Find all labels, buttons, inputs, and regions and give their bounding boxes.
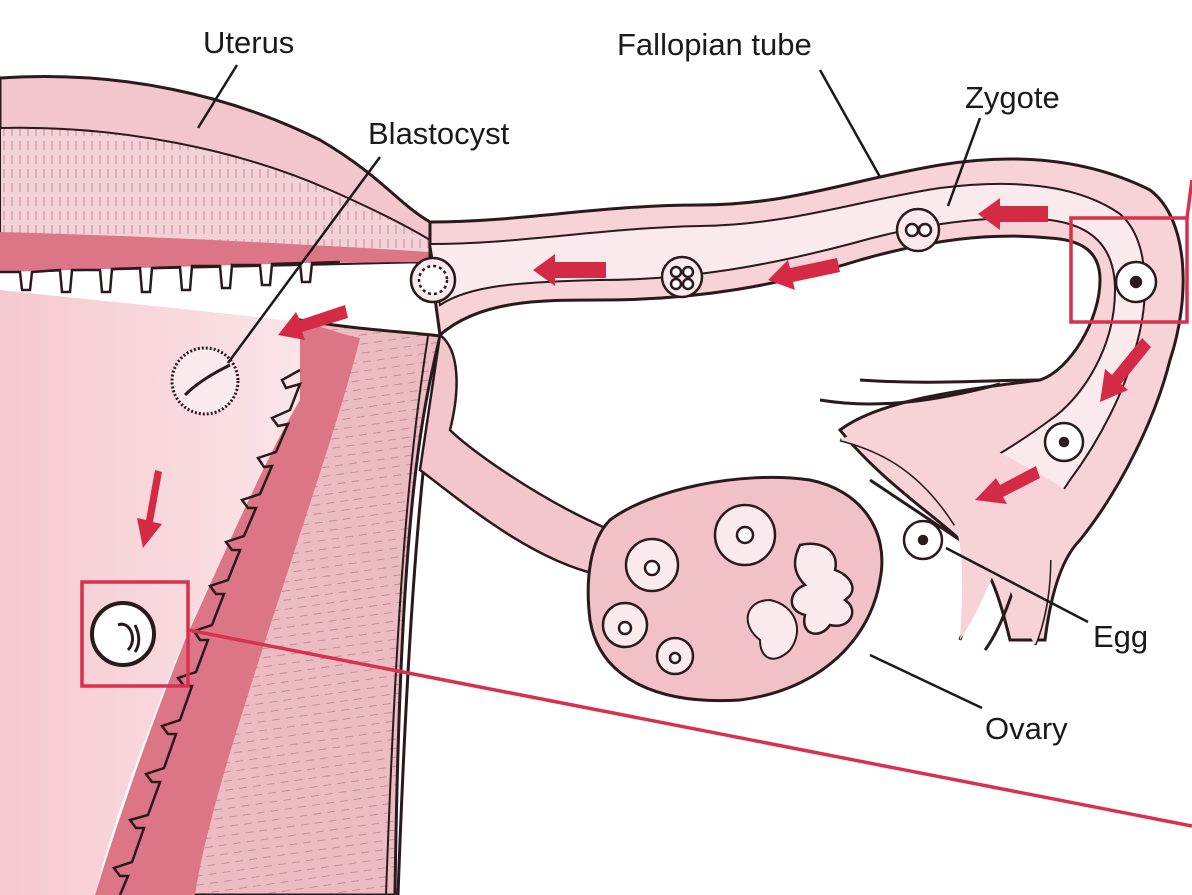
label-egg: Egg xyxy=(1093,621,1148,652)
label-uterus: Uterus xyxy=(203,27,294,58)
label-blastocyst: Blastocyst xyxy=(368,118,509,149)
label-ovary: Ovary xyxy=(985,713,1068,744)
label-zygote: Zygote xyxy=(965,82,1060,113)
blastocyst-cell xyxy=(172,348,238,414)
implanted-blastocyst xyxy=(92,603,154,665)
label-fallopian-tube: Fallopian tube xyxy=(617,29,812,60)
ovarian-ligament xyxy=(420,335,610,575)
